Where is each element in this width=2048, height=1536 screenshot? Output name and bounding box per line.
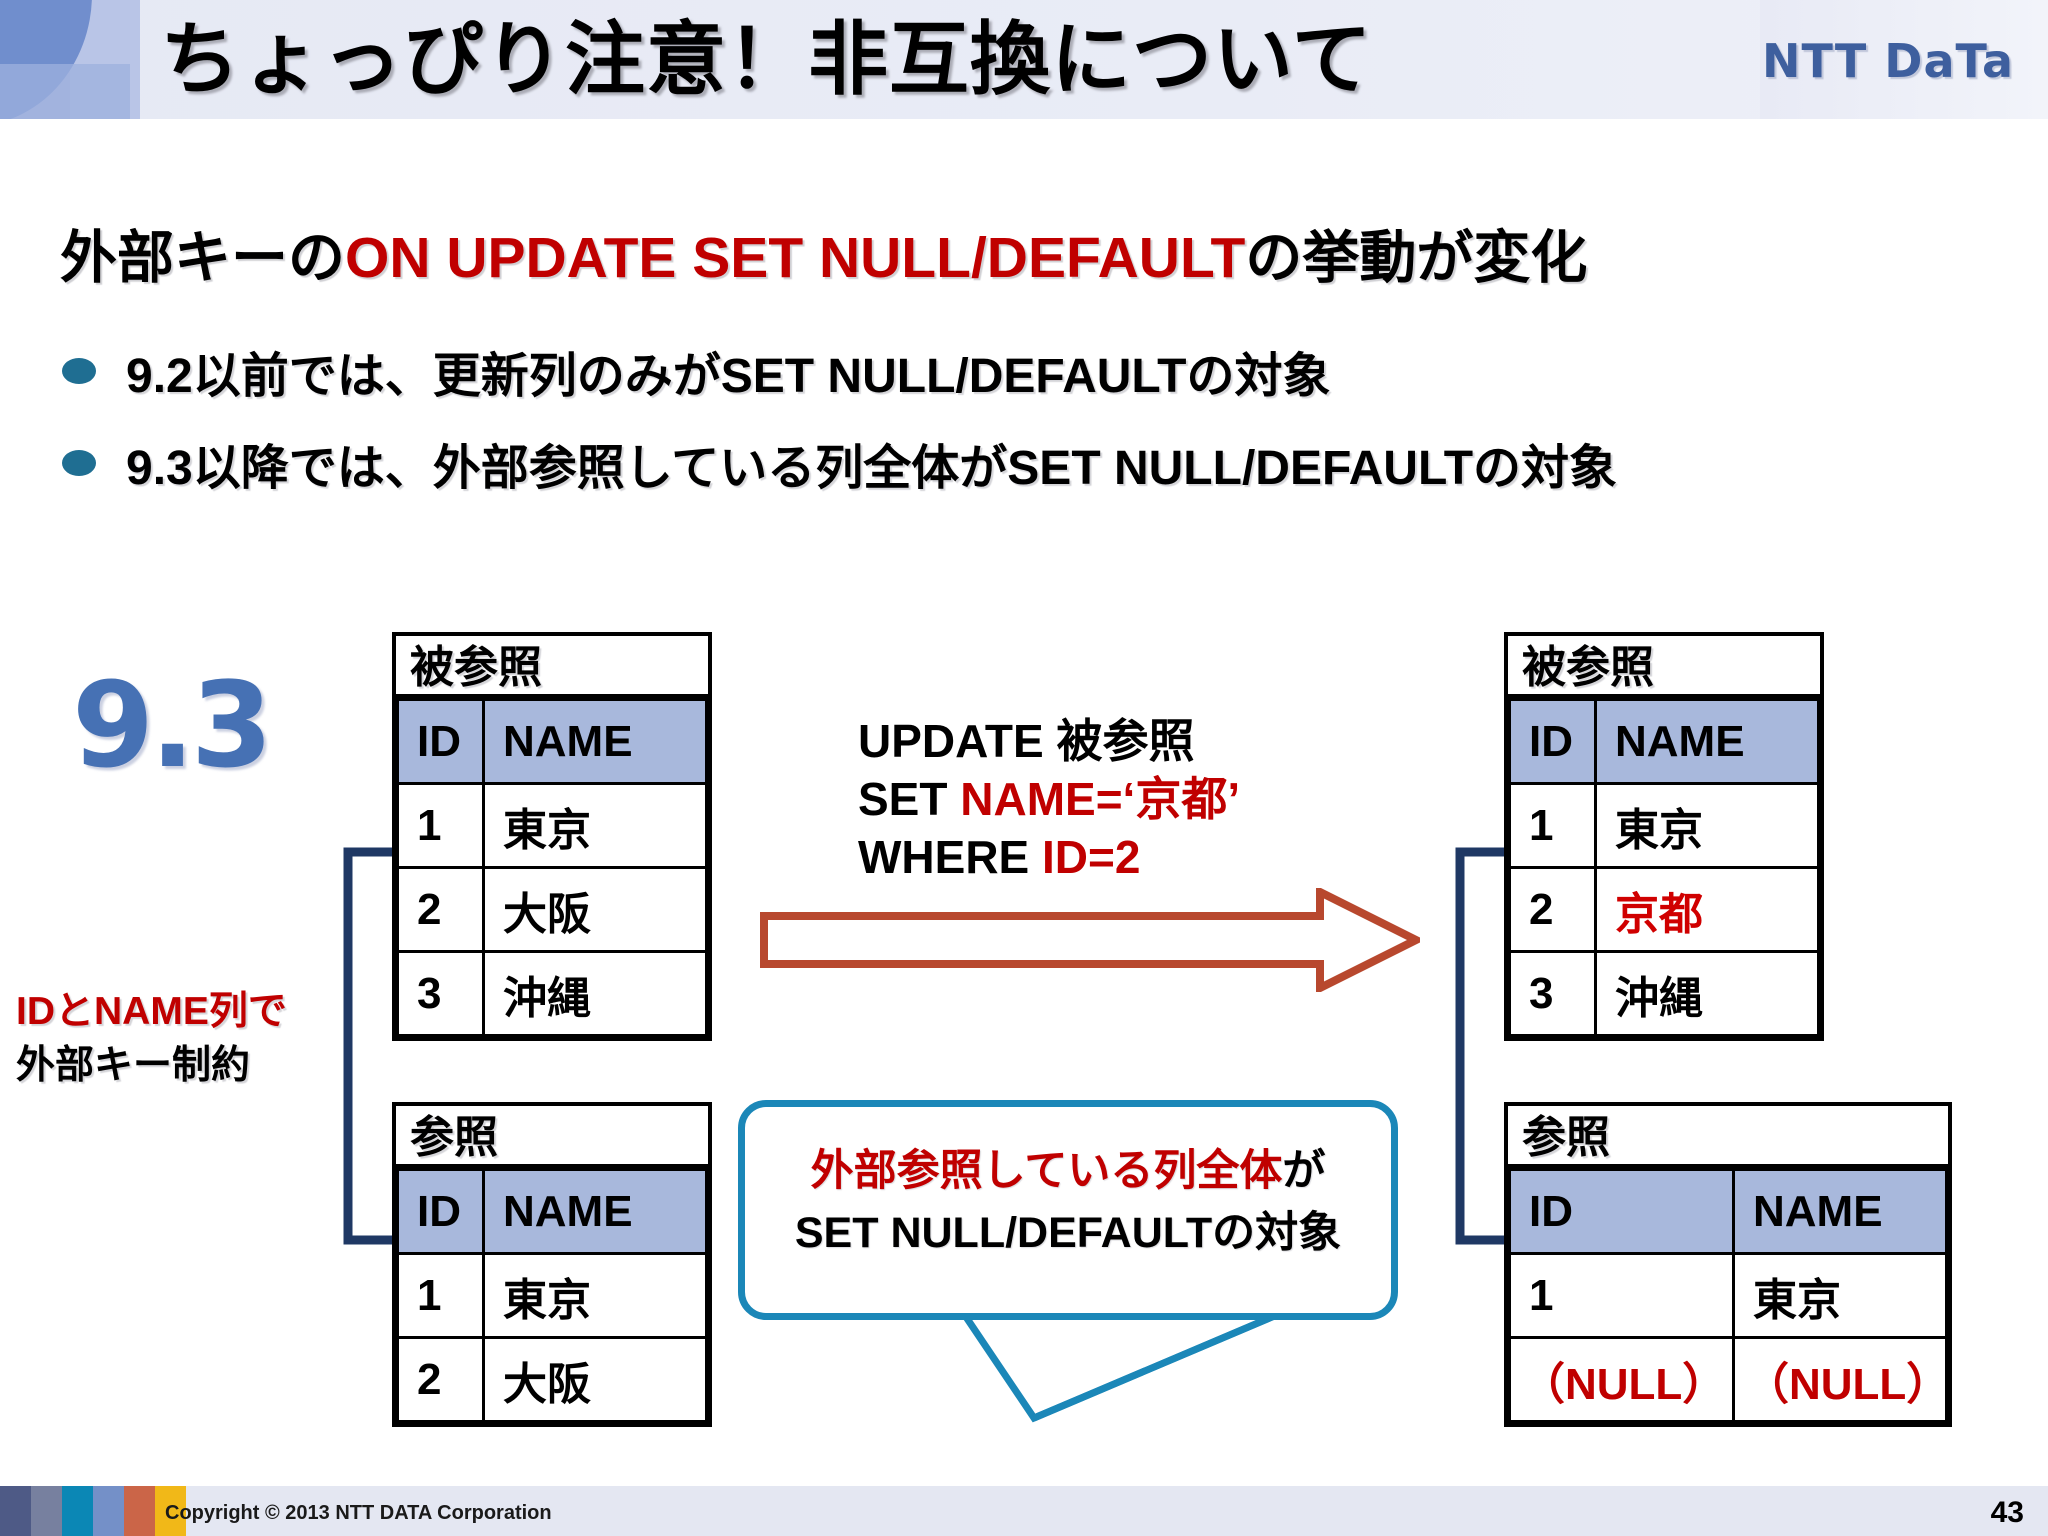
table-row: 2 大阪 xyxy=(396,1336,708,1423)
footer-page-number: 43 xyxy=(1990,1496,2024,1529)
header-right-fade xyxy=(1760,0,2048,119)
table-row: 1 東京 xyxy=(396,782,708,869)
table-row: 3 沖縄 xyxy=(1508,950,1820,1037)
page-title: ちょっぴり注意！非互換について xyxy=(160,15,1373,104)
cell-id: 1 xyxy=(1508,1252,1735,1339)
cell-name: 東京 xyxy=(482,782,708,869)
callout-text: 外部参照している列全体が SET NULL/DEFAULTの対象 xyxy=(738,1140,1398,1264)
table-caption: 被参照 xyxy=(396,636,708,698)
callout-box xyxy=(738,1100,1398,1320)
foreign-key-note: IDとNAME列で 外部キー制約 xyxy=(16,985,287,1093)
foreign-key-note-line1: IDとNAME列で xyxy=(16,990,287,1033)
cell-name: 沖縄 xyxy=(1594,950,1820,1037)
table-header-row: ID NAME xyxy=(1508,698,1820,785)
table-row: 1 東京 xyxy=(396,1252,708,1339)
column-header-name: NAME xyxy=(482,1168,708,1255)
column-header-name: NAME xyxy=(482,698,708,785)
lead-suffix: の挙動が変化 xyxy=(1245,226,1588,290)
cell-id: 3 xyxy=(396,950,485,1037)
cell-id-null: （NULL） xyxy=(1508,1336,1735,1423)
sql-where-keyword: WHERE xyxy=(858,831,1030,883)
table-caption: 参照 xyxy=(1508,1106,1948,1168)
column-header-id: ID xyxy=(1508,698,1597,785)
cell-name: 東京 xyxy=(1594,782,1820,869)
bullet-dot-icon xyxy=(62,450,96,476)
table-header-row: ID NAME xyxy=(396,1168,708,1255)
header-band xyxy=(0,0,2048,119)
table-before-referencing: 参照 ID NAME 1 東京 2 大阪 xyxy=(392,1102,712,1427)
foreign-key-note-line2: 外部キー制約 xyxy=(16,1044,251,1087)
table-row: 2 大阪 xyxy=(396,866,708,953)
ntt-data-logo: NTT DaTa xyxy=(1761,34,2014,88)
column-header-id: ID xyxy=(396,1168,485,1255)
transition-arrow-icon xyxy=(760,888,1420,992)
header-decoration-icon xyxy=(0,0,140,119)
cell-id: 3 xyxy=(1508,950,1597,1037)
lead-prefix: 外部キーの xyxy=(60,226,345,290)
table-after-referencing: 参照 ID NAME 1 東京 （NULL） （NULL） xyxy=(1504,1102,1952,1427)
table-header-row: ID NAME xyxy=(1508,1168,1948,1255)
column-header-name: NAME xyxy=(1732,1168,1948,1255)
sql-statement: UPDATE 被参照 SET NAME=‘京都’ WHERE ID=2 xyxy=(858,712,1240,886)
sql-set-keyword: SET xyxy=(858,773,948,825)
lead-heading: 外部キーのON UPDATE SET NULL/DEFAULTの挙動が変化 xyxy=(60,212,1587,294)
cell-id: 2 xyxy=(1508,866,1597,953)
footer-color-swatches-icon xyxy=(0,1486,186,1536)
cell-name: 東京 xyxy=(482,1252,708,1339)
table-row: 1 東京 xyxy=(1508,782,1820,869)
bullet-dot-icon xyxy=(62,358,96,384)
table-caption: 参照 xyxy=(396,1106,708,1168)
version-badge: 9.3 xyxy=(72,656,273,794)
cell-id: 2 xyxy=(396,1336,485,1423)
cell-name: 東京 xyxy=(1732,1252,1948,1339)
sql-set-expression: NAME=‘京都’ xyxy=(960,773,1241,825)
bullet-item-1: 9.2以前では、更新列のみがSET NULL/DEFAULTの対象 xyxy=(62,336,1330,406)
callout-suffix: が xyxy=(1282,1147,1326,1195)
cell-name: 大阪 xyxy=(482,1336,708,1423)
table-header-row: ID NAME xyxy=(396,698,708,785)
callout-line2: SET NULL/DEFAULTの対象 xyxy=(794,1209,1342,1257)
table-caption: 被参照 xyxy=(1508,636,1820,698)
cell-id: 1 xyxy=(396,782,485,869)
cell-id: 2 xyxy=(396,866,485,953)
sql-update-table: 被参照 xyxy=(1056,715,1195,767)
table-before-referenced: 被参照 ID NAME 1 東京 2 大阪 3 沖縄 xyxy=(392,632,712,1041)
table-row: 1 東京 xyxy=(1508,1252,1948,1339)
sql-update-keyword: UPDATE xyxy=(858,715,1044,767)
cell-id: 1 xyxy=(1508,782,1597,869)
footer-band xyxy=(0,1486,2048,1536)
column-header-id: ID xyxy=(396,698,485,785)
cell-id: 1 xyxy=(396,1252,485,1339)
cell-name-changed: 京都 xyxy=(1594,866,1820,953)
column-header-id: ID xyxy=(1508,1168,1735,1255)
callout-note: 外部参照している列全体が SET NULL/DEFAULTの対象 xyxy=(738,1100,1398,1423)
callout-tail-icon xyxy=(961,1302,1300,1423)
table-after-referenced: 被参照 ID NAME 1 東京 2 京都 3 沖縄 xyxy=(1504,632,1824,1041)
cell-name: 沖縄 xyxy=(482,950,708,1037)
footer-copyright: Copyright © 2013 NTT DATA Corporation xyxy=(165,1502,552,1524)
table-row: （NULL） （NULL） xyxy=(1508,1336,1948,1423)
lead-highlight: ON UPDATE SET NULL/DEFAULT xyxy=(345,226,1246,290)
table-row: 2 京都 xyxy=(1508,866,1820,953)
bullet-item-2: 9.3以降では、外部参照している列全体がSET NULL/DEFAULTの対象 xyxy=(62,428,1617,498)
sql-where-expression: ID=2 xyxy=(1042,831,1141,883)
column-header-name: NAME xyxy=(1594,698,1820,785)
cell-name: 大阪 xyxy=(482,866,708,953)
callout-highlight: 外部参照している列全体 xyxy=(810,1147,1283,1195)
bullet-label-2: 9.3以降では、外部参照している列全体がSET NULL/DEFAULTの対象 xyxy=(126,442,1618,495)
cell-name-null: （NULL） xyxy=(1732,1336,1948,1423)
table-row: 3 沖縄 xyxy=(396,950,708,1037)
bullet-label-1: 9.2以前では、更新列のみがSET NULL/DEFAULTの対象 xyxy=(126,350,1331,403)
